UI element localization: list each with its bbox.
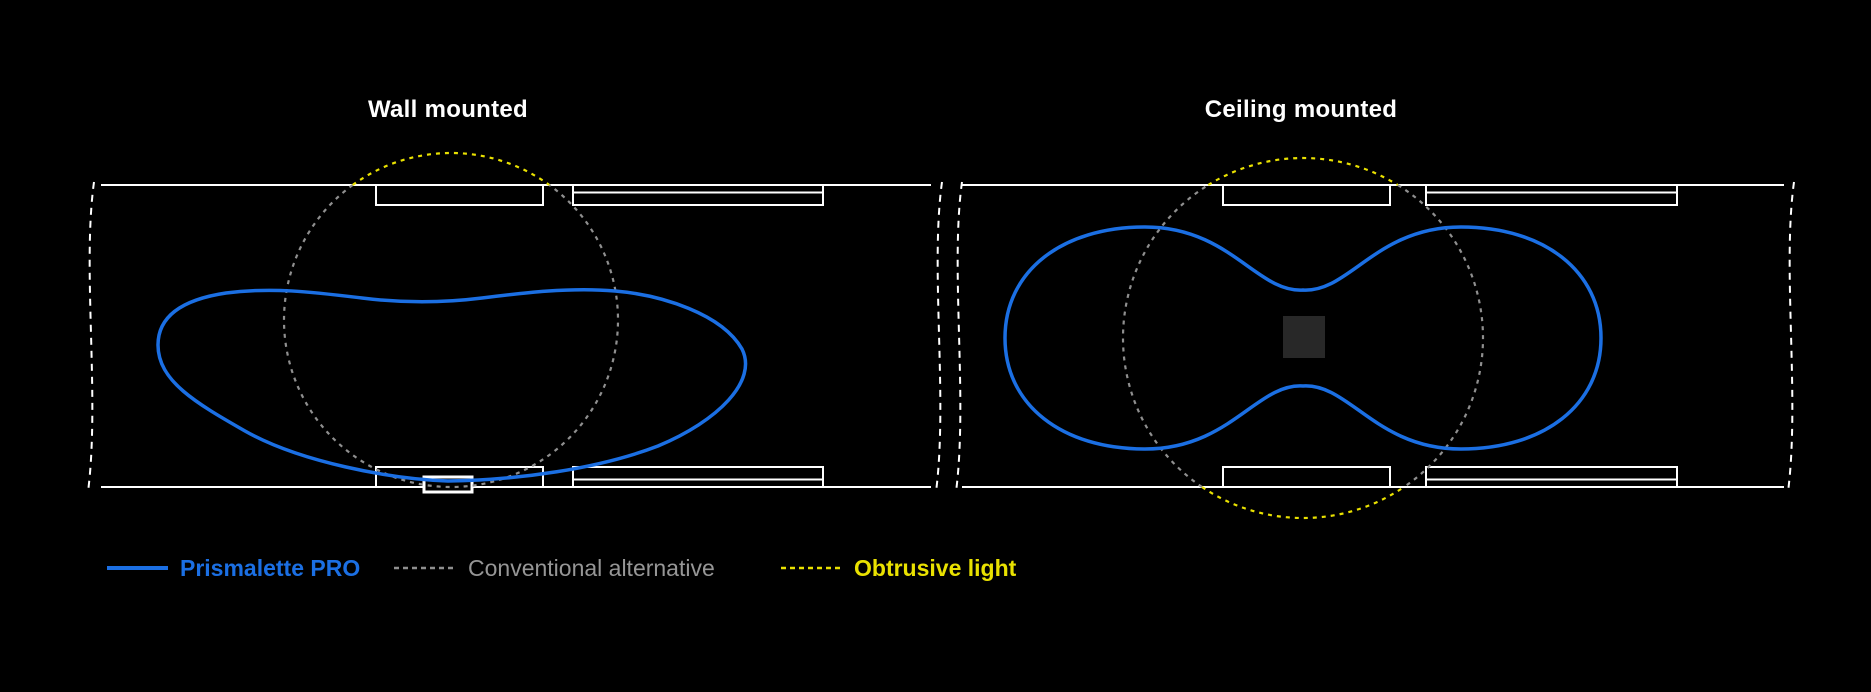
conventional-distribution-wall (282, 184, 620, 489)
legend-label-obtrusive-light: Obtrusive light (854, 555, 1017, 581)
ceiling-fixture-left-panel (572, 184, 824, 206)
floor-fixture-right-panel (1425, 466, 1678, 488)
ceiling-mounted-panel (955, 156, 1795, 520)
break-line-middle-a (935, 181, 943, 493)
legend-label-conventional-alternative: Conventional alternative (468, 555, 715, 581)
break-line-left-edge (87, 181, 95, 493)
pro-distribution-ceiling (1003, 225, 1603, 451)
floor-fixture-left-panel (572, 466, 824, 488)
obtrusive-light-ceiling-top (1207, 156, 1399, 186)
wall-mounted-title: Wall mounted (367, 96, 529, 123)
wall-mounted-panel (87, 151, 943, 494)
obtrusive-light-wall (352, 151, 550, 186)
ceiling-mounted-title: Ceiling mounted (1204, 96, 1398, 123)
pro-distribution-wall (156, 287, 748, 483)
ceiling-luminaire (1283, 316, 1325, 358)
ceiling-opening-left-panel (375, 184, 544, 206)
ceiling-fixture-right-panel (1425, 184, 1678, 206)
obtrusive-light-ceiling-bottom (1201, 486, 1405, 520)
break-line-right-edge (1787, 181, 1795, 493)
break-line-middle-b (955, 181, 963, 493)
floor-opening-right-panel (1222, 466, 1391, 488)
legend-label-prismalette-pro: Prismalette PRO (180, 555, 361, 581)
ceiling-opening-right-panel (1222, 184, 1391, 206)
